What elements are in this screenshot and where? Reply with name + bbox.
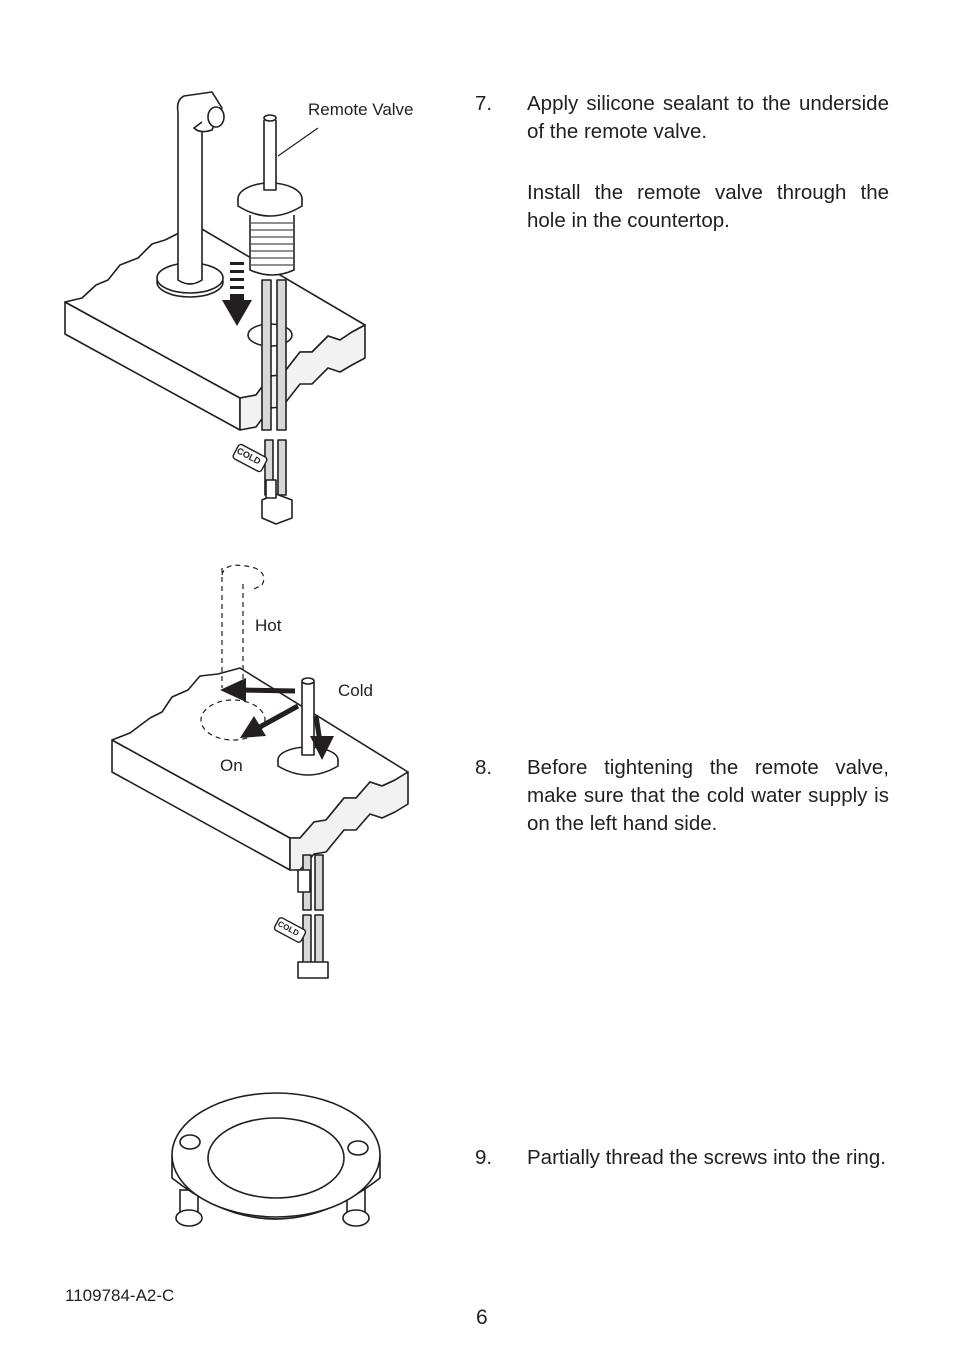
figure-cold-supply-orientation (111, 564, 409, 979)
page-number: 6 (476, 1306, 488, 1329)
step-paragraph: Apply silicone sealant to the underside … (527, 92, 889, 143)
document-id: 1109784-A2-C (65, 1286, 175, 1305)
figure-install-remote-valve (64, 91, 366, 525)
remote-valve-callout: Remote Valve (308, 100, 414, 119)
step-paragraph: Install the remote valve through the hol… (527, 181, 889, 232)
step-paragraph: Before tightening the remote valve, make… (527, 756, 889, 835)
step-number: 9. (475, 1146, 493, 1169)
insert-arrow (222, 262, 252, 326)
figure-mounting-ring (171, 1092, 381, 1227)
step-number: 7. (475, 92, 493, 115)
step-number: 8. (475, 756, 493, 779)
hot-label: Hot (255, 616, 282, 635)
step-paragraph: Partially thread the screws into the rin… (527, 1146, 886, 1169)
cold-label: Cold (338, 681, 373, 700)
on-label: On (220, 756, 243, 775)
